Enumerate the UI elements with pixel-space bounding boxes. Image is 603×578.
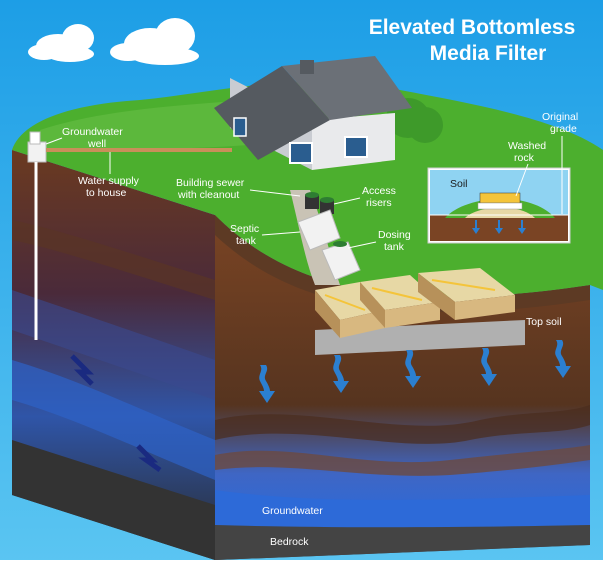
label-building-sewer-line1: Building sewer [176,177,245,189]
label-original-grade-line2: grade [550,123,577,135]
label-building-sewer-line2: with cleanout [177,189,239,201]
house-window-1 [290,143,312,163]
white-corner-bottom [0,560,603,578]
inset-soil-label: Soil [450,178,468,190]
label-access-risers-line1: Access [362,185,396,197]
house-window-3 [234,118,246,136]
label-bedrock: Bedrock [270,536,309,548]
label-washed-rock-line2: rock [514,152,535,164]
label-groundwater: Groundwater [262,505,323,517]
label-septic-tank-line2: tank [236,235,257,247]
label-water-supply-line1: Water supply [78,175,140,187]
label-dosing-tank-line1: Dosing [378,229,411,241]
label-groundwater-well-line2: well [87,138,106,150]
diagram-title-line1: Elevated Bottomless [369,16,576,39]
label-access-risers-line2: risers [366,197,392,209]
inset-cross-section: Soil [428,168,570,243]
label-dosing-tank-line2: tank [384,241,405,253]
label-washed-rock-line1: Washed [508,140,546,152]
label-top-soil: Top soil [526,316,562,328]
diagram-title-line2: Media Filter [430,42,547,65]
label-original-grade-line1: Original [542,111,578,123]
label-septic-tank-line1: Septic [230,223,259,235]
label-groundwater-well-line1: Groundwater [62,126,123,138]
label-water-supply-line2: to house [86,187,126,199]
house-window-2 [345,137,367,157]
